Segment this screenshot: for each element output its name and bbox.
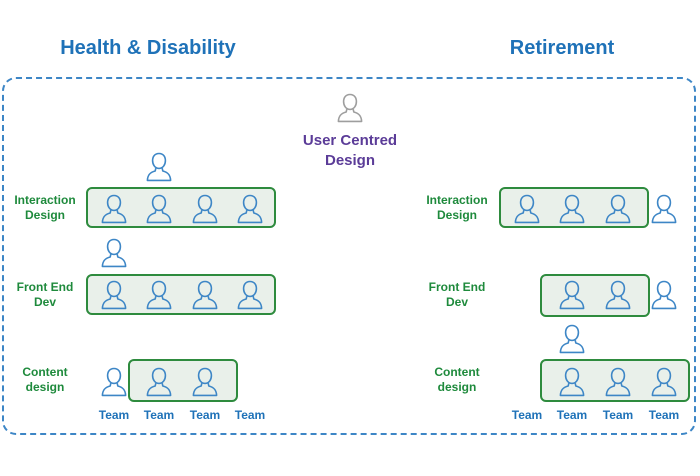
person-icon — [191, 366, 219, 398]
label-line: Content — [22, 365, 68, 379]
team-label: Team — [234, 408, 266, 422]
organisation-frame — [2, 77, 696, 435]
person-icon — [100, 237, 128, 269]
label-line: Design — [24, 208, 65, 222]
left-content-design-box — [128, 359, 238, 402]
label-line: Design — [436, 208, 477, 222]
right-interaction-design-label: Interaction Design — [414, 193, 500, 223]
person-icon — [236, 279, 264, 311]
person-icon — [558, 366, 586, 398]
person-icon — [100, 366, 128, 398]
left-front-end-dev-label: Front End Dev — [2, 280, 88, 310]
ucd-label-line2: Design — [324, 152, 375, 169]
ucd-label: User Centred Design — [285, 131, 415, 171]
label-line: Interaction — [426, 193, 488, 207]
team-label: Team — [511, 408, 543, 422]
person-icon — [145, 193, 173, 225]
person-icon — [191, 193, 219, 225]
label-line: design — [437, 380, 477, 394]
label-line: Content — [434, 365, 480, 379]
team-label: Team — [648, 408, 680, 422]
person-icon — [145, 151, 173, 183]
person-icon — [650, 279, 678, 311]
person-icon — [604, 279, 632, 311]
ucd-person-icon — [336, 92, 364, 124]
person-icon — [513, 193, 541, 225]
person-icon — [558, 193, 586, 225]
person-icon — [604, 193, 632, 225]
person-icon — [558, 323, 586, 355]
team-label: Team — [189, 408, 221, 422]
person-icon — [145, 366, 173, 398]
health-disability-title: Health & Disability — [60, 37, 236, 59]
person-icon — [650, 366, 678, 398]
label-line: Front End — [428, 280, 486, 294]
left-interaction-design-label: Interaction Design — [2, 193, 88, 223]
right-front-end-dev-box — [540, 274, 650, 317]
person-icon — [650, 193, 678, 225]
person-icon — [100, 193, 128, 225]
left-content-design-label: Content design — [2, 365, 88, 395]
right-front-end-dev-label: Front End Dev — [414, 280, 500, 310]
person-icon — [604, 366, 632, 398]
person-icon — [558, 279, 586, 311]
person-icon — [191, 279, 219, 311]
label-line: Dev — [445, 295, 468, 309]
team-label: Team — [98, 408, 130, 422]
label-line: design — [25, 380, 65, 394]
team-label: Team — [556, 408, 588, 422]
person-icon — [145, 279, 173, 311]
ucd-label-line1: User Centred — [302, 132, 398, 149]
right-content-design-label: Content design — [414, 365, 500, 395]
team-label: Team — [143, 408, 175, 422]
label-line: Interaction — [14, 193, 76, 207]
person-icon — [236, 193, 264, 225]
label-line: Front End — [16, 280, 74, 294]
retirement-title: Retirement — [509, 37, 615, 59]
team-label: Team — [602, 408, 634, 422]
label-line: Dev — [33, 295, 56, 309]
person-icon — [100, 279, 128, 311]
